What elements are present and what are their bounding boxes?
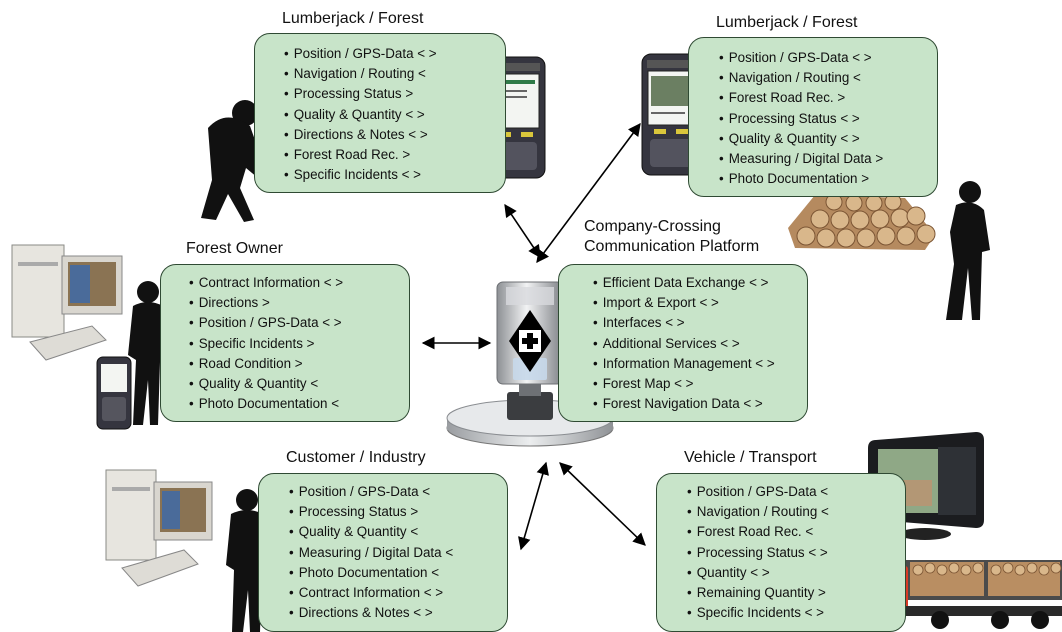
person-silhouette-icon <box>946 181 990 320</box>
list-item: Import & Export < > <box>593 293 775 313</box>
list-item: Processing Status < > <box>687 543 829 563</box>
arrow-to-lumberjack-right <box>536 122 641 264</box>
list-item: Forest Road Rec. < <box>687 522 829 542</box>
customer-industry-list: Position / GPS-Data < Processing Status … <box>289 482 453 623</box>
list-item: Road Condition > <box>189 354 343 374</box>
list-item: Specific Incidents > <box>189 334 343 354</box>
desktop-computer-icon <box>105 469 213 587</box>
log-pile-icon <box>788 193 936 250</box>
vehicle-transport-box: Position / GPS-Data < Navigation / Routi… <box>656 473 906 632</box>
list-item: Photo Documentation < <box>289 563 453 583</box>
list-item: Position / GPS-Data < <box>289 482 453 502</box>
vehicle-transport-title: Vehicle / Transport <box>684 449 817 466</box>
platform-box: Efficient Data Exchange < > Import & Exp… <box>558 264 808 422</box>
list-item: Processing Status < > <box>719 109 883 129</box>
list-item: Position / GPS-Data < > <box>189 313 343 333</box>
list-item: Navigation / Routing < <box>719 68 883 88</box>
list-item: Position / GPS-Data < > <box>719 48 883 68</box>
list-item: Photo Documentation < <box>189 394 343 414</box>
handheld-device-icon <box>96 356 132 430</box>
lumberjack-right-box: Position / GPS-Data < > Navigation / Rou… <box>688 37 938 197</box>
list-item: Forest Road Rec. > <box>284 145 437 165</box>
list-item: Processing Status > <box>284 84 437 104</box>
arrow-to-customer <box>518 461 549 551</box>
lumberjack-right-list: Position / GPS-Data < > Navigation / Rou… <box>719 48 883 189</box>
customer-industry-box: Position / GPS-Data < Processing Status … <box>258 473 508 632</box>
lumberjack-right-title: Lumberjack / Forest <box>716 14 858 31</box>
person-silhouette-icon <box>128 281 168 425</box>
list-item: Quality & Quantity < > <box>284 105 437 125</box>
list-item: Measuring / Digital Data < <box>289 543 453 563</box>
list-item: Contract Information < > <box>289 583 453 603</box>
lumberjack-left-title: Lumberjack / Forest <box>282 10 424 27</box>
arrow-to-vehicle <box>559 462 646 546</box>
platform-list: Efficient Data Exchange < > Import & Exp… <box>593 273 775 414</box>
list-item: Position / GPS-Data < <box>687 482 829 502</box>
vehicle-transport-list: Position / GPS-Data < Navigation / Routi… <box>687 482 829 623</box>
handheld-device-icon <box>641 53 701 176</box>
list-item: Forest Road Rec. > <box>719 88 883 108</box>
forest-owner-title: Forest Owner <box>186 240 283 257</box>
list-item: Quality & Quantity < > <box>719 129 883 149</box>
list-item: Interfaces < > <box>593 313 775 333</box>
forest-owner-box: Contract Information < > Directions > Po… <box>160 264 410 422</box>
list-item: Specific Incidents < > <box>284 165 437 185</box>
list-item: Directions & Notes < > <box>289 603 453 623</box>
platform-title-line2: Communication Platform <box>584 238 760 255</box>
list-item: Contract Information < > <box>189 273 343 293</box>
list-item: Position / GPS-Data < > <box>284 44 437 64</box>
forest-owner-list: Contract Information < > Directions > Po… <box>189 273 343 414</box>
connection-arrows <box>421 122 646 551</box>
arrow-to-lumberjack-left <box>504 203 541 259</box>
customer-industry-title: Customer / Industry <box>286 449 426 466</box>
list-item: Photo Documentation > <box>719 169 883 189</box>
list-item: Directions > <box>189 293 343 313</box>
list-item: Forest Map < > <box>593 374 775 394</box>
list-item: Specific Incidents < > <box>687 603 829 623</box>
list-item: Additional Services < > <box>593 334 775 354</box>
list-item: Information Management < > <box>593 354 775 374</box>
list-item: Forest Navigation Data < > <box>593 394 775 414</box>
list-item: Quantity < > <box>687 563 829 583</box>
platform-title-line1: Company-Crossing <box>584 218 721 235</box>
list-item: Processing Status > <box>289 502 453 522</box>
lumberjack-left-list: Position / GPS-Data < > Navigation / Rou… <box>284 44 437 185</box>
desktop-computer-icon <box>11 244 123 361</box>
server-tower-icon <box>446 281 614 447</box>
list-item: Quality & Quantity < <box>289 522 453 542</box>
list-item: Efficient Data Exchange < > <box>593 273 775 293</box>
list-item: Remaining Quantity > <box>687 583 829 603</box>
list-item: Navigation / Routing < <box>284 64 437 84</box>
lumberjack-left-box: Position / GPS-Data < > Navigation / Rou… <box>254 33 506 193</box>
list-item: Navigation / Routing < <box>687 502 829 522</box>
list-item: Quality & Quantity < <box>189 374 343 394</box>
list-item: Directions & Notes < > <box>284 125 437 145</box>
list-item: Measuring / Digital Data > <box>719 149 883 169</box>
